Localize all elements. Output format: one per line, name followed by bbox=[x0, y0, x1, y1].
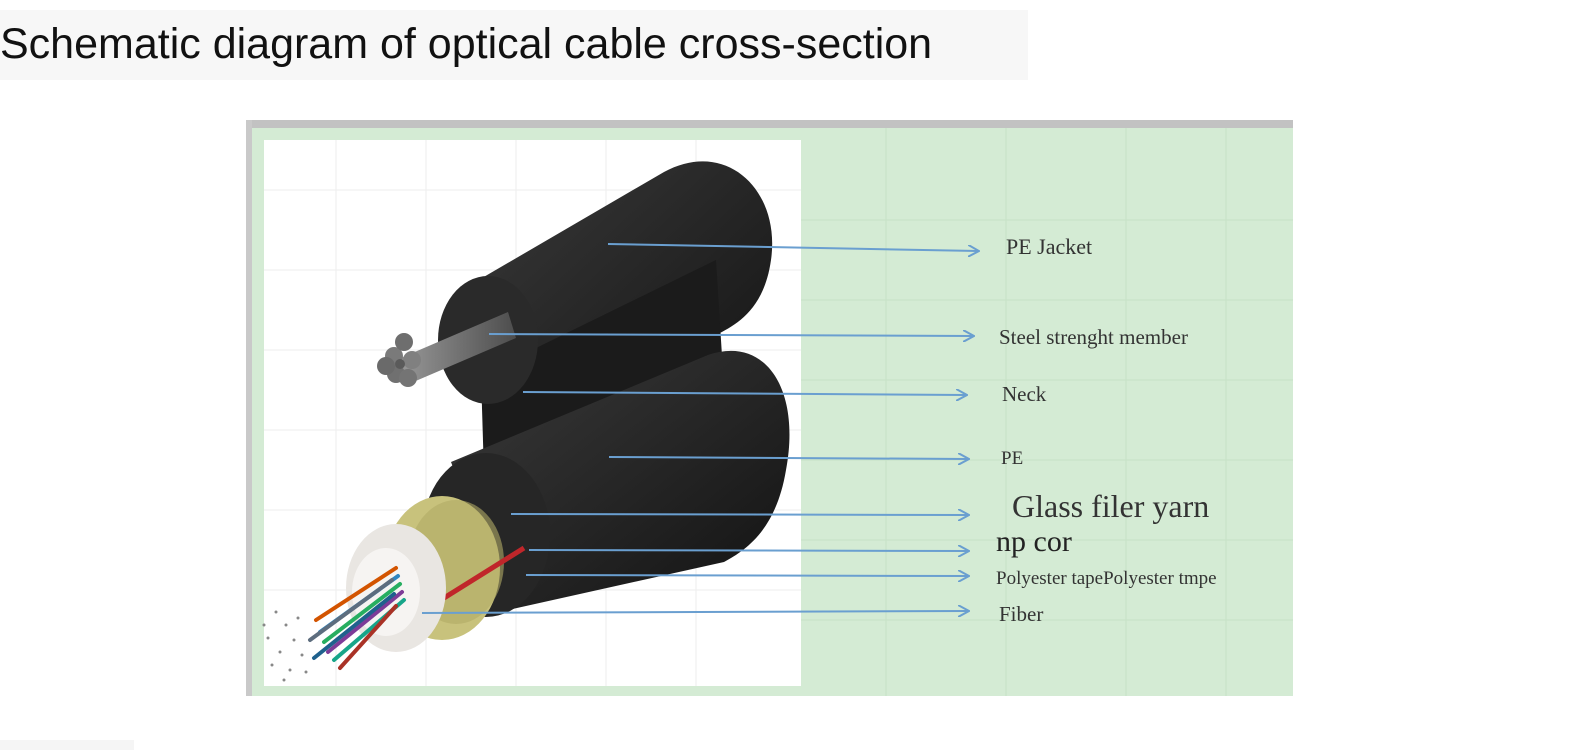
page-title-bar bbox=[0, 10, 1028, 80]
arrow-pe-jacket bbox=[607, 243, 978, 251]
steel-member bbox=[377, 312, 516, 387]
fiber-ends bbox=[262, 610, 308, 682]
label-pe: PE bbox=[1001, 448, 1024, 469]
arrow-pe bbox=[608, 457, 968, 459]
label-steel-member: Steel strenght member bbox=[999, 325, 1188, 349]
arrow-neck bbox=[522, 392, 966, 395]
frame-top-strip bbox=[246, 120, 1293, 128]
cable-diagram-figure: PE Jacket Steel strenght member Neck PE … bbox=[246, 120, 1293, 696]
arrow-fiber bbox=[421, 611, 968, 613]
label-polyester-tape: Polyester tapePolyester tmpe bbox=[996, 568, 1217, 589]
label-glass-fiber-yarn: Glass filer yarn bbox=[1012, 488, 1210, 524]
arrow-polyester-tape bbox=[525, 575, 968, 576]
fiber-bundle bbox=[308, 566, 406, 670]
label-np-cord: np cor bbox=[996, 525, 1072, 558]
cable-illustration bbox=[246, 120, 1293, 696]
label-neck: Neck bbox=[1002, 382, 1047, 406]
arrow-steel-member bbox=[488, 334, 973, 336]
green-area-grid bbox=[801, 128, 1293, 696]
footer-stub bbox=[0, 740, 134, 750]
label-fiber: Fiber bbox=[999, 602, 1044, 626]
page-title: Schematic diagram of optical cable cross… bbox=[0, 20, 933, 68]
rip-cord bbox=[442, 545, 526, 601]
arrow-np-cord bbox=[528, 550, 968, 551]
label-pe-jacket: PE Jacket bbox=[1006, 234, 1093, 259]
frame-left-edge bbox=[246, 120, 252, 696]
callout-arrows bbox=[421, 243, 978, 613]
arrow-glass-yarn bbox=[510, 514, 968, 515]
